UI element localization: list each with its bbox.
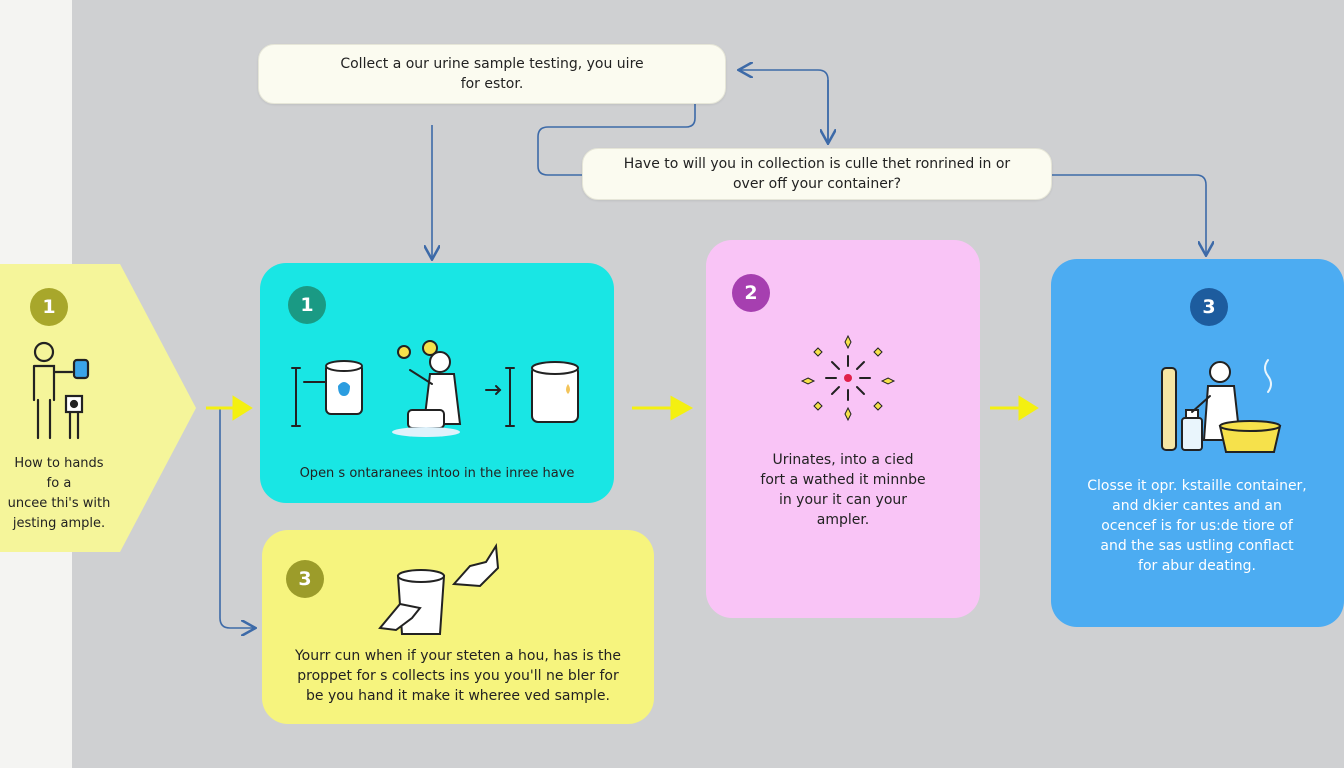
side-line-2: fo a — [46, 476, 72, 491]
side-line-1: How to hands — [14, 456, 104, 471]
card-hand-badge: 3 — [286, 560, 324, 598]
question-top-line2: for estor. — [460, 76, 524, 92]
card-urinate-badge: 2 — [732, 274, 770, 312]
card-hand-text: Yourr cun when if your steten a hou, has… — [270, 646, 646, 706]
card-urinate-line-4: ampler. — [816, 512, 870, 528]
side-line-3: uncee thi's with — [7, 496, 111, 511]
question-mid: Have to will you in collection is culle … — [582, 148, 1052, 200]
yellow-arrows — [206, 395, 1039, 421]
card-urinate-line-3: in your it can your — [778, 492, 908, 508]
card-urinate-text: Urinates, into a cied fort a wathed it m… — [716, 450, 970, 530]
side-step-badge: 1 — [30, 288, 68, 326]
question-mid-line1: Have to will you in collection is culle … — [623, 156, 1011, 172]
question-top-line1: Collect a our urine sample testing, you … — [340, 56, 644, 72]
side-line-4: jesting ample. — [12, 516, 106, 531]
question-mid-line2: over off your container? — [732, 176, 901, 192]
question-top: Collect a our urine sample testing, you … — [258, 44, 726, 104]
card-close-badge: 3 — [1190, 288, 1228, 326]
card-close-line-5: for abur deating. — [1138, 558, 1256, 574]
side-panel-text: How to hands fo a uncee thi's with jesti… — [0, 454, 118, 534]
card-urinate-line-2: fort a wathed it minnbe — [760, 472, 926, 488]
card-hand-line-1: Yourr cun when if your steten a hou, has… — [294, 648, 622, 664]
card-close-line-4: and the sas ustling conflact — [1100, 538, 1294, 554]
card-hand-line-2: proppet for s collects ins you you'll ne… — [297, 668, 619, 684]
card-close-line-3: ocencef is for us:de tiore of — [1101, 518, 1293, 534]
card-urinate-line-1: Urinates, into a cied — [772, 452, 914, 468]
card-close-line-2: and dkier cantes and an — [1112, 498, 1282, 514]
card-open-line-1: Open s ontaranees intoo in the inree hav… — [299, 466, 575, 481]
card-hand-line-3: be you hand it make it wheree ved sample… — [306, 688, 610, 704]
connector-down-to-hand — [219, 408, 254, 628]
card-open-badge: 1 — [288, 286, 326, 324]
connector-mid-to-card3 — [1050, 174, 1206, 254]
card-open-text: Open s ontaranees intoo in the inree hav… — [268, 464, 606, 484]
connector-loop-left — [537, 100, 696, 176]
card-close-line-1: Closse it opr. kstaille container, — [1087, 478, 1307, 494]
connector-loop-top — [740, 70, 829, 145]
card-close-text: Closse it opr. kstaille container, and d… — [1056, 476, 1338, 576]
